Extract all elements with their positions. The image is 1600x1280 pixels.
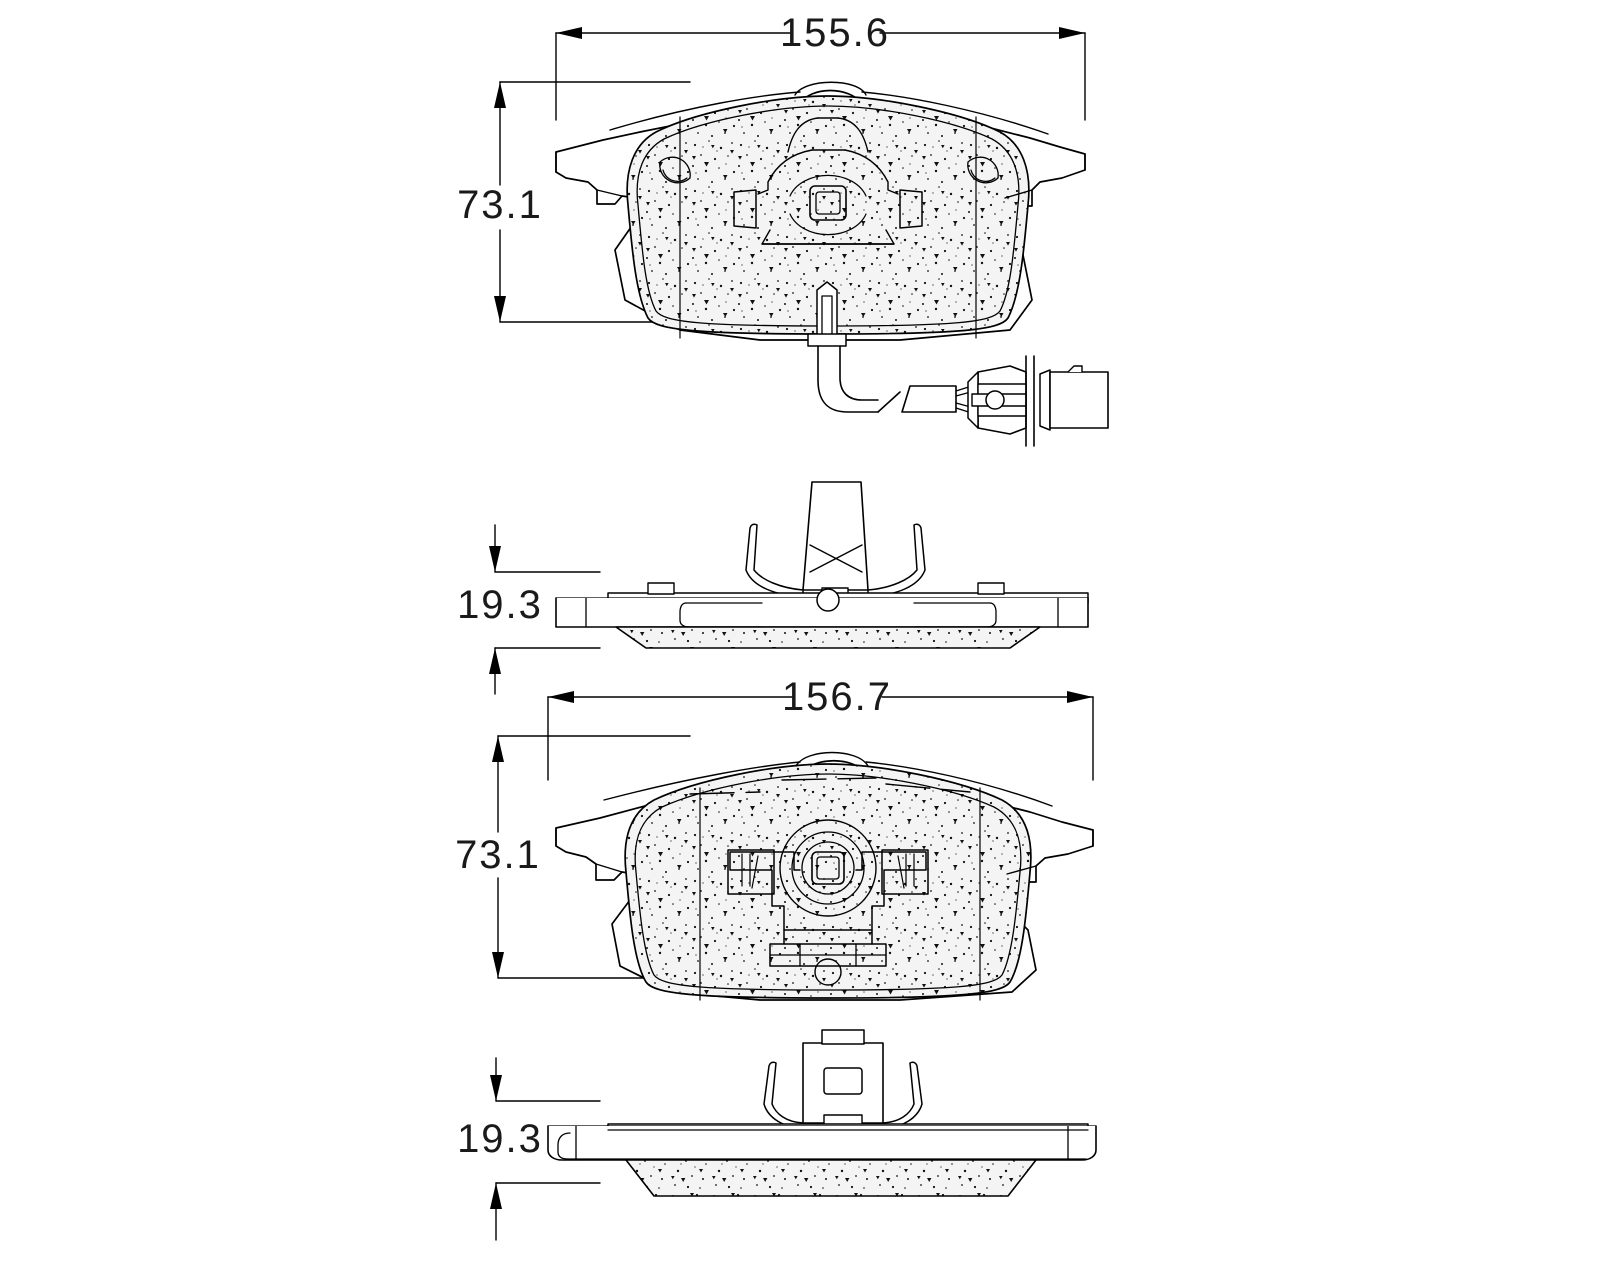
pad-2-face-view [555,751,1094,1001]
dimension-pad1-thickness: 19.3 [457,524,601,695]
dimension-pad2-thickness: 19.3 [457,1057,601,1241]
friction-material-pad2 [624,763,1032,999]
wear-sensor-assembly [817,345,1109,447]
dimension-pad1-width: 155.6 [555,11,1086,121]
rivet-hole-right-pad1 [967,156,999,184]
pad-1-face-view [555,81,1086,347]
friction-material-side-pad2 [625,1159,1037,1197]
dimension-label-pad1-thickness: 19.3 [457,583,543,627]
friction-material-side-pad1 [615,626,1041,649]
dimension-pad2-width: 156.7 [547,675,1094,781]
center-clip-pad1 [733,117,923,245]
backing-plate-side-pad2 [547,1123,1097,1161]
retaining-clip-pad1 [745,481,926,599]
rivet-hole-left-pad1 [659,156,691,184]
pad-2-side-view [547,1029,1097,1197]
dimension-label-pad1-width: 155.6 [780,11,890,55]
dimension-pad2-height: 73.1 [455,735,701,979]
dimension-pad1-height: 73.1 [457,81,701,323]
dimension-label-pad2-thickness: 19.3 [457,1117,543,1161]
friction-material-inner-edge-pad2 [634,773,1022,991]
dimension-label-pad2-width: 156.7 [782,675,892,719]
center-clip-pad2 [727,819,929,986]
dimension-label-pad2-height: 73.1 [455,833,541,877]
pad-1-side-view [555,481,1089,649]
wear-sensor-tab-pad1 [807,281,847,347]
dimension-label-pad1-height: 73.1 [457,183,543,227]
retaining-clip-pad2 [763,1029,923,1129]
